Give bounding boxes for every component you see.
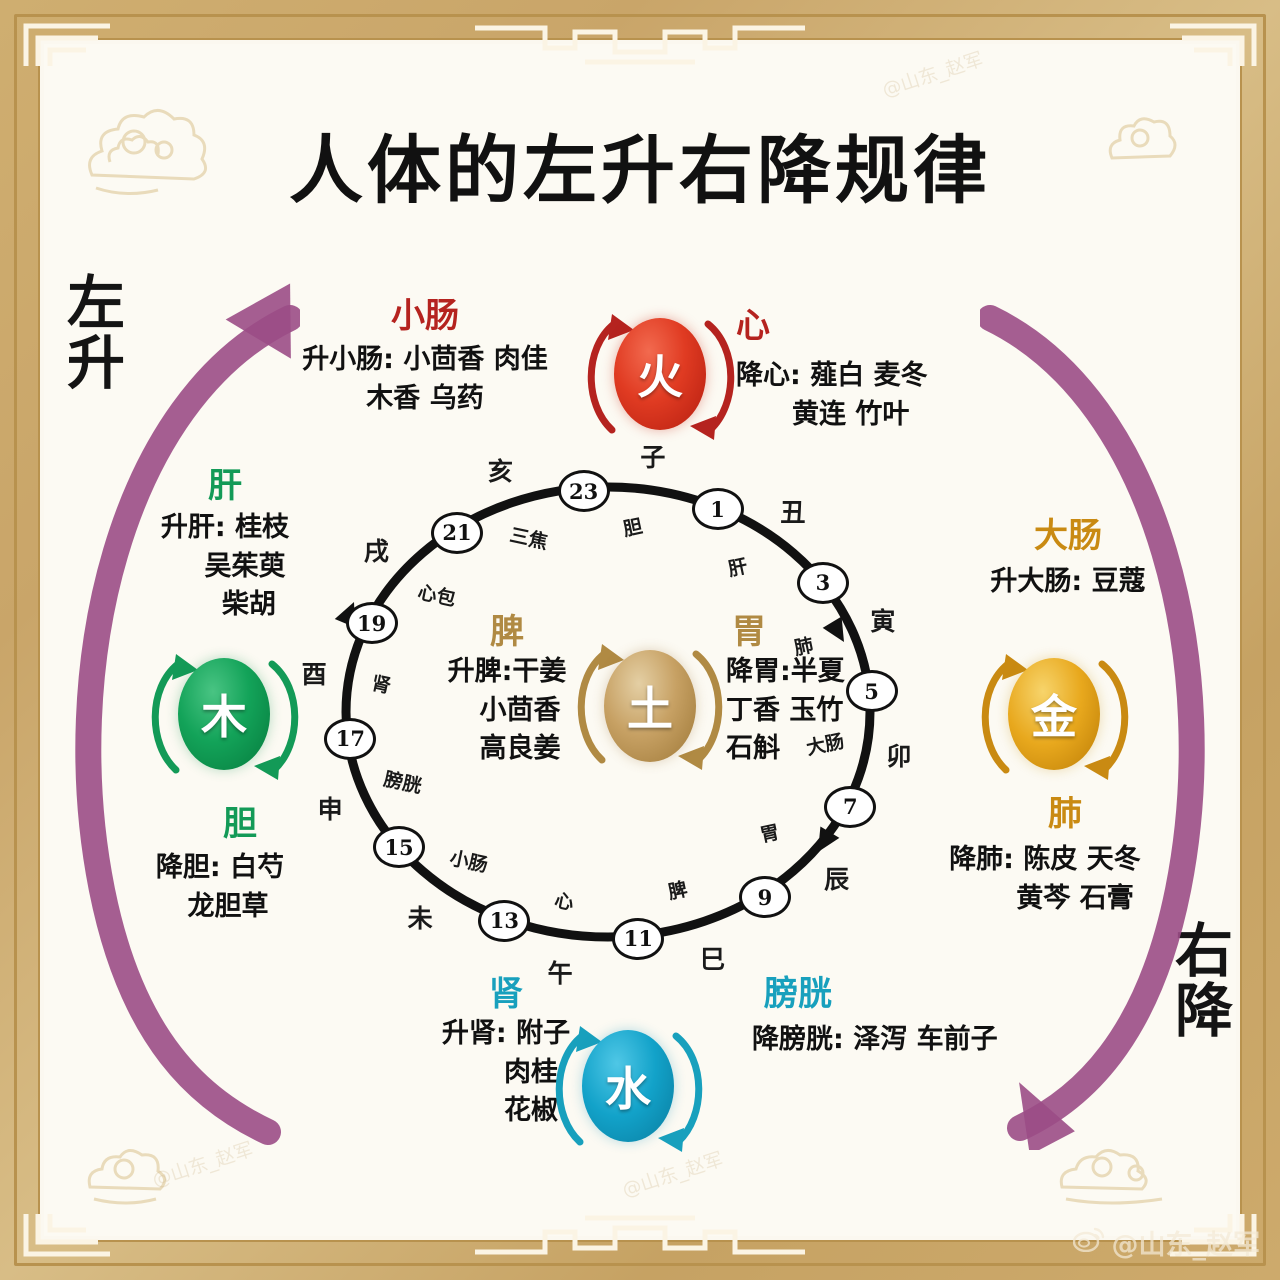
element-water: 水 <box>582 1030 674 1142</box>
corner-ornament-icon <box>1166 20 1258 70</box>
organ-herb-line: 黄芩 石膏 <box>1016 882 1134 914</box>
clock-branch-label: 卯 <box>886 741 912 771</box>
clock-branch-label: 午 <box>547 958 573 988</box>
bottom-border-ornament-icon <box>475 1208 805 1262</box>
organ-herb-line: 降心: 薤白 麦冬 <box>736 360 928 392</box>
clock-hour-bubble: 13 <box>478 899 531 942</box>
corner-ornament-icon <box>22 1210 114 1260</box>
organ-herb-line: 龙胆草 <box>187 890 269 922</box>
clock-hour-bubble: 1 <box>691 488 744 531</box>
weibo-handle: @山东_赵军 <box>1111 1230 1261 1261</box>
organ-herb-line: 升小肠: 小茴香 肉佳 <box>302 344 548 376</box>
clock-branch-label: 辰 <box>824 865 850 895</box>
earth-rotation-arrows-icon <box>562 628 738 789</box>
clock-hour-bubble: 15 <box>373 826 426 869</box>
organ-herb-line: 降胆: 白芍 <box>155 852 285 884</box>
organ-name-heart: 心 <box>736 306 770 346</box>
clock-hour-bubble: 7 <box>824 785 877 828</box>
weibo-icon <box>1072 1226 1105 1259</box>
organ-herb-line: 肉桂 <box>504 1056 558 1088</box>
element-wood: 木 <box>178 658 270 770</box>
corner-ornament-icon <box>22 20 114 70</box>
organ-herb-line: 降膀胱: 泽泻 车前子 <box>752 1024 998 1056</box>
organ-herb-line: 黄连 竹叶 <box>792 398 910 430</box>
clock-branch-label: 酉 <box>301 660 327 690</box>
element-metal: 金 <box>1008 658 1100 770</box>
organ-herb-line: 升肾: 附子 <box>441 1018 571 1050</box>
organ-block-spleen: 脾 升脾:干姜 小茴香 高良姜 <box>412 612 602 768</box>
organ-herb-line: 升大肠: 豆蔻 <box>990 566 1146 598</box>
clock-hour-bubble: 5 <box>845 670 898 713</box>
cloud-ornament-icon <box>1100 100 1190 185</box>
clock-hour-bubble: 11 <box>612 917 665 960</box>
organ-herb-line: 降肺: 陈皮 天冬 <box>949 844 1141 876</box>
organ-block-liver: 肝 升肝: 桂枝 吴茱萸 柴胡 <box>120 466 330 624</box>
clock-hour-bubble: 17 <box>324 717 377 760</box>
organ-herb-line: 木香 乌药 <box>366 382 484 414</box>
metal-rotation-arrows-icon <box>962 636 1148 801</box>
weibo-watermark: @山东_赵军 <box>1072 1223 1261 1262</box>
clock-hour-bubble: 3 <box>796 561 849 604</box>
organ-name-stomach: 胃 <box>732 612 766 652</box>
organ-name-liver: 肝 <box>208 466 242 506</box>
frame-outer-border <box>14 14 1266 1266</box>
wood-rotation-arrows-icon <box>132 636 318 801</box>
organ-name-kidney: 肾 <box>489 974 523 1014</box>
organ-name-gallbladder: 胆 <box>223 804 257 844</box>
organ-herb-line: 降胃:半夏 <box>726 656 845 688</box>
clock-branch-label: 子 <box>640 443 666 473</box>
organ-herb-line: 柴胡 <box>222 589 276 621</box>
organ-block-stomach: 胃 降胃:半夏 丁香 玉竹 石斛 <box>726 612 916 768</box>
page-title: 人体的左升右降规律 <box>289 128 991 214</box>
water-rotation-arrows-icon <box>536 1008 722 1173</box>
organ-herb-line: 高良姜 <box>479 733 561 765</box>
organ-herb-line: 花椒 <box>504 1095 558 1127</box>
organ-name-spleen: 脾 <box>490 612 524 652</box>
right-descending-arrow-icon <box>977 250 1240 1155</box>
organ-name-small-intestine: 小肠 <box>391 296 459 336</box>
clock-hour-bubble: 19 <box>345 602 398 645</box>
organ-block-gallbladder: 胆 降胆: 白芍 龙胆草 <box>110 804 330 926</box>
left-ascending-arrow-icon <box>40 250 303 1155</box>
top-border-ornament-icon <box>475 18 805 72</box>
organ-herb-line: 石斛 <box>726 733 780 765</box>
cloud-ornament-icon <box>80 1135 190 1210</box>
organ-block-small-intestine: 小肠 升小肠: 小茴香 肉佳 木香 乌药 <box>300 296 550 418</box>
clock-branch-label: 巳 <box>700 944 726 974</box>
organ-block-kidney: 肾 升肾: 附子 肉桂 花椒 <box>396 974 616 1130</box>
organ-herb-line: 升肝: 桂枝 <box>160 512 290 544</box>
clock-branch-label: 申 <box>317 794 343 824</box>
organ-herb-line: 升脾:干姜 <box>447 656 567 688</box>
left-ascend-char-1: 左升 <box>56 272 125 392</box>
organ-herb-line: 小茴香 <box>479 694 561 726</box>
element-earth: 土 <box>604 650 696 762</box>
clock-ring-path-icon <box>334 482 875 942</box>
cloud-ornament-icon <box>1050 1133 1190 1210</box>
clock-hour-bubble: 9 <box>738 876 791 919</box>
clock-hour-bubble: 23 <box>557 470 610 513</box>
organ-herb-line: 丁香 玉竹 <box>726 694 844 726</box>
fire-rotation-arrows-icon <box>568 296 754 461</box>
organ-name-large-intestine: 大肠 <box>1034 516 1102 556</box>
organ-block-lung: 肺 降肺: 陈皮 天冬 黄芩 石膏 <box>920 794 1170 918</box>
organ-name-bladder: 膀胱 <box>764 974 832 1014</box>
clock-branch-label: 寅 <box>870 607 896 637</box>
corner-ornament-icon <box>1166 1210 1258 1260</box>
organ-name-lung: 肺 <box>1048 794 1082 834</box>
clock-branch-label: 戌 <box>363 536 389 566</box>
cloud-ornament-icon <box>72 80 222 210</box>
clock-branch-label: 未 <box>407 903 433 933</box>
clock-branch-label: 亥 <box>487 457 513 487</box>
organ-block-bladder: 膀胱 降膀胱: 泽泻 车前子 <box>752 974 1032 1060</box>
left-ascend-label: 左升 <box>56 272 128 392</box>
clock-branch-label: 丑 <box>780 498 806 528</box>
clock-hour-bubble: 21 <box>431 511 483 554</box>
element-fire: 火 <box>614 318 706 430</box>
organ-block-heart: 心 降心: 薤白 麦冬 黄连 竹叶 <box>736 306 996 434</box>
organ-block-large-intestine: 大肠 升大肠: 豆蔻 <box>938 516 1198 602</box>
organ-herb-line: 吴茱萸 <box>204 550 286 582</box>
